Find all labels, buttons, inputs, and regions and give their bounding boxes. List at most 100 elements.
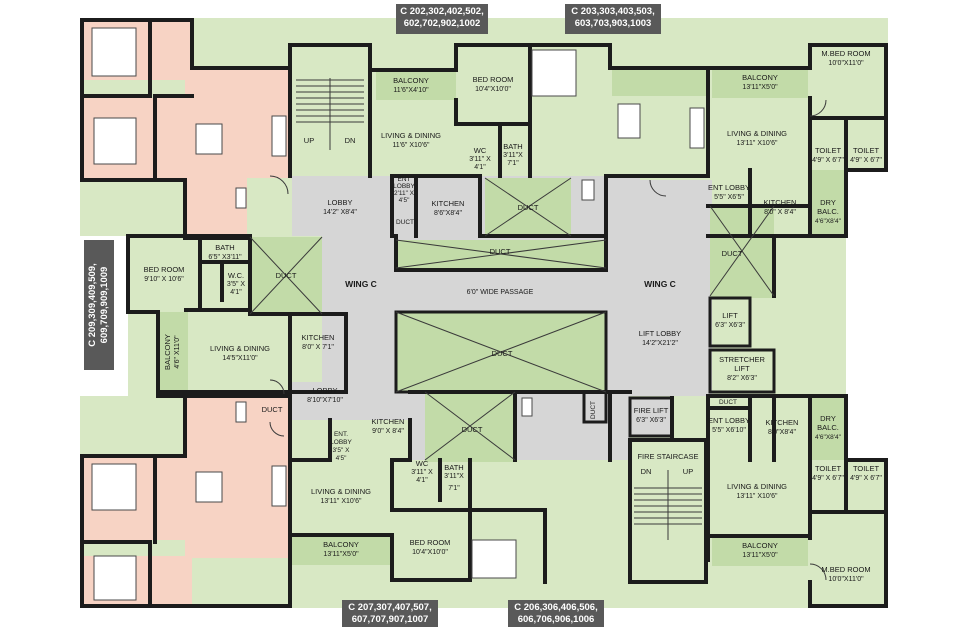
bath-b1-dim1: 3'11"X (444, 473, 464, 480)
toilet-br1-name: TOILET (815, 464, 842, 473)
mbed-br-dim: 10'0"X11'0" (828, 576, 864, 583)
thin-lines (249, 78, 827, 581)
bath-l-name: BATH (215, 243, 234, 252)
duct-b2: DUCT (590, 401, 597, 419)
living-b1-name: LIVING & DINING (311, 487, 371, 496)
bedroom-b1-dim: 10'4"X10'0" (412, 549, 448, 556)
bath-l-dim: 6'5" X3'11" (208, 254, 242, 261)
duct-t3: DUCT (490, 247, 511, 256)
lift-r-name: LIFT (722, 311, 738, 320)
bath-b1-dim2: 7'1" (448, 485, 460, 492)
floor-fills (80, 18, 957, 625)
toilet-tr1-name: TOILET (815, 146, 842, 155)
unit-tag-top-right-line2: 603,703,903,1003 (574, 18, 652, 29)
balcony-tr-dim: 13'11"X5'0" (742, 84, 778, 91)
living-tr-name: LIVING & DINING (727, 129, 787, 138)
duct-br: DUCT (719, 399, 737, 406)
firelift-dim: 6'3" X6'3" (636, 417, 666, 424)
kitchen-br-dim: 8'0"X8'4" (768, 429, 796, 436)
kitchen-b1-dim: 9'0" X 8'4" (372, 428, 404, 435)
stair-dn-top: DN (345, 136, 356, 145)
living-b1-dim: 13'11" X10'6" (321, 498, 363, 505)
firestair-name: FIRE STAIRCASE (637, 452, 698, 461)
stretcher-name1: STRETCHER (719, 355, 765, 364)
drybalc-br-name2: BALC. (817, 423, 839, 432)
toilet-br1-dim: 4'9" X 6'7" (812, 475, 844, 482)
duct-b1: DUCT (462, 425, 483, 434)
balcony-t1-name: BALCONY (393, 76, 429, 85)
entlobby-tr-name: ENT LOBBY (708, 183, 750, 192)
entlobby-br-name: ENT LOBBY (708, 416, 750, 425)
entlobby-tr-dim: 5'5" X6'5" (714, 194, 744, 201)
stair-up-bottom: UP (683, 467, 693, 476)
toilet-br2-dim: 4'9" X 6'7" (850, 475, 882, 482)
bath-b1-name: BATH (444, 463, 463, 472)
living-br-name: LIVING & DINING (727, 482, 787, 491)
bath-t1-name: BATH (503, 142, 522, 151)
room-labels: BALCONY 11'6"X4'10" BED ROOM 10'4"X10'0"… (144, 49, 883, 583)
kitchen-br-name: KITCHEN (766, 418, 799, 427)
unit-tag-left-line2: 609,709,909,1009 (99, 266, 110, 344)
balcony-br-dim: 13'11"X5'0" (742, 552, 778, 559)
kitchen-b1-name: KITCHEN (372, 417, 405, 426)
entlobby-b1-dim2: 4'5" (336, 455, 347, 462)
drybalc-tr-name1: DRY (820, 198, 836, 207)
lobby-t1-name: LOBBY (327, 198, 352, 207)
unit-tag-left: C 209,309,409,509, 609,709,909,1009 (84, 240, 114, 370)
toilet-tr2-dim: 4'9" X 6'7" (850, 157, 882, 164)
bedroom-b1-name: BED ROOM (410, 538, 451, 547)
bed-l-name: BED ROOM (144, 265, 185, 274)
furniture (91, 27, 705, 601)
drybalc-br-dim: 4'6"X8'4" (815, 434, 842, 441)
duct-center: DUCT (492, 349, 513, 358)
lobby-l-name: LOBBY (312, 386, 337, 395)
toilet-tr2-name: TOILET (853, 146, 880, 155)
stair-dn-bottom: DN (641, 467, 652, 476)
toilet-tr1-dim: 4'9" X 6'7" (812, 157, 844, 164)
kitchen-tr-dim: 8'0" X 8'4" (764, 209, 796, 216)
living-t1-name: LIVING & DINING (381, 131, 441, 140)
stretcher-name2: LIFT (734, 364, 750, 373)
entlobby-b1-name1: ENT. (334, 431, 348, 438)
balcony-tr-name: BALCONY (742, 73, 778, 82)
wc-l-dim2: 4'1" (230, 289, 242, 296)
unit-tag-top-left-line2: 602,702,902,1002 (403, 18, 481, 29)
unit-tag-bottom-right: C 206,306,406,506, 606,706,906,1006 (508, 600, 604, 627)
living-br-dim: 13'11" X10'6" (737, 493, 779, 500)
unit-tag-bottom-left: C 207,307,407,507, 607,707,907,1007 (342, 600, 438, 627)
unit-tag-top-right: C 203,303,403,503, 603,703,903,1003 (565, 4, 661, 34)
bath-t1-dim2: 7'1" (507, 160, 519, 167)
mbed-br-name: M.BED ROOM (821, 565, 870, 574)
duct-l1: DUCT (276, 271, 297, 280)
liftlobby-name: LIFT LOBBY (639, 329, 681, 338)
living-l-name: LIVING & DINING (210, 344, 270, 353)
lobby-l-dim: 8'10"X7'10" (307, 397, 343, 404)
entlobby-t1-dim2: 4'5" (399, 197, 410, 204)
wc-b1-dim2: 4'1" (416, 477, 428, 484)
stretcher-dim: 8'2" X6'3" (727, 375, 757, 382)
unit-tag-bottom-right-line1: C 206,306,406,506, (514, 602, 598, 613)
entlobby-t1-name2: LOBBY (393, 183, 415, 190)
stair-up-top: UP (304, 136, 314, 145)
entlobby-b1-dim1: 3'5" X (333, 447, 351, 454)
drybalc-tr-name2: BALC. (817, 207, 839, 216)
bath-t1-dim1: 3'11"X (503, 152, 523, 159)
walls (80, 18, 888, 608)
liftlobby-dim: 14'2"X21'2" (642, 340, 678, 347)
duct-l2: DUCT (262, 405, 283, 414)
bedroom-t1-name: BED ROOM (473, 75, 514, 84)
unit-tag-bottom-left-line2: 607,707,907,1007 (351, 614, 429, 625)
duct-t2: DUCT (518, 203, 539, 212)
bed-l-dim: 9'10" X 10'6" (144, 276, 184, 283)
entlobby-t1-dim1: 2'11" X (394, 190, 415, 197)
balcony-t1-dim: 11'6"X4'10" (393, 87, 429, 94)
wc-t1-name: WC (474, 146, 487, 155)
drybalc-tr-dim: 4'6"X8'4" (815, 218, 842, 225)
bedroom-t1-dim: 10'4"X10'0" (475, 86, 511, 93)
kitchen-l-name: KITCHEN (302, 333, 335, 342)
balcony-l-name: BALCONY (163, 334, 172, 370)
toilet-br2-name: TOILET (853, 464, 880, 473)
wc-t1-dim1: 3'11" X (469, 156, 491, 163)
entlobby-t1-name1: ENT (398, 176, 411, 183)
balcony-b1-name: BALCONY (323, 540, 359, 549)
